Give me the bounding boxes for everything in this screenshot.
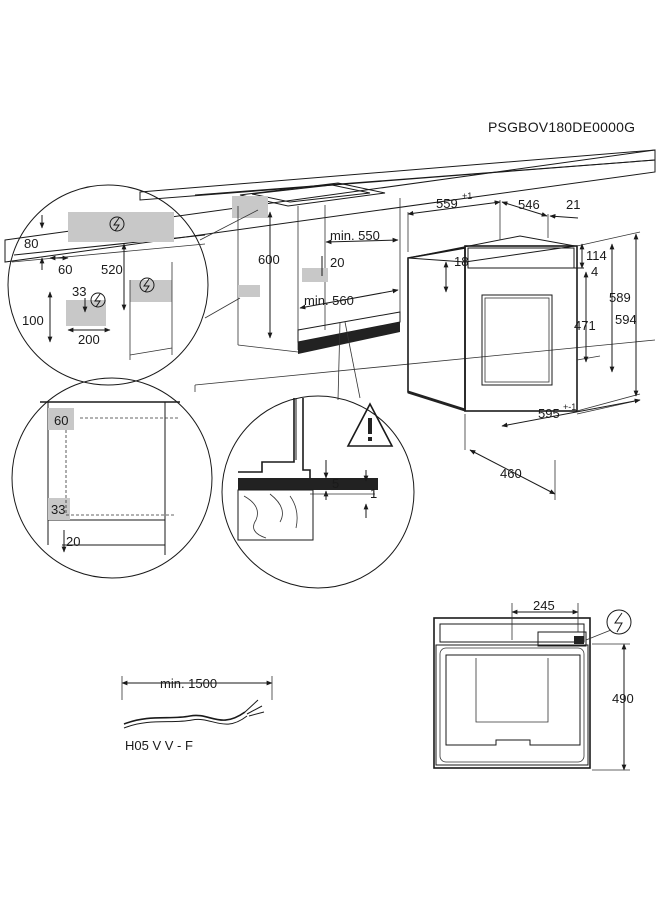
svg-text:60: 60	[58, 262, 72, 277]
svg-text:460: 460	[500, 466, 522, 481]
svg-text:33: 33	[72, 284, 86, 299]
dim-594: 594	[615, 233, 639, 397]
power-cable: min. 1500 H05 V V - F	[121, 676, 273, 753]
dim-33: 33	[72, 284, 88, 313]
dim-471: 471	[574, 271, 596, 363]
svg-text:490: 490	[612, 691, 634, 706]
dim-490: 490	[592, 643, 634, 771]
svg-text:471: 471	[574, 318, 596, 333]
cable-type: H05 V V - F	[125, 738, 193, 753]
dim-589: 589	[609, 243, 631, 373]
svg-text:+-1: +-1	[563, 402, 576, 412]
detail-left-dim-60: 60	[54, 413, 68, 428]
kitchen-cabinet-drawing	[4, 149, 656, 392]
dim-18: 18	[443, 254, 468, 293]
svg-text:20: 20	[66, 534, 80, 549]
svg-text:min. 560: min. 560	[304, 293, 354, 308]
model-code: PSGBOV180DE0000G	[488, 119, 635, 135]
socket-zone-mid	[302, 268, 328, 282]
callout-line-shelf	[344, 321, 361, 399]
dim-520: 520	[101, 243, 127, 311]
detail-right-dim-1: 1	[370, 486, 377, 501]
cable-length: min. 1500	[160, 676, 217, 691]
detail-circle-clearance	[221, 395, 415, 589]
dim-80: 80	[24, 215, 45, 270]
svg-text:589: 589	[609, 290, 631, 305]
callout-line-bottom	[204, 297, 241, 319]
dim-600: 600	[258, 211, 280, 339]
dim-min-550: min. 550	[325, 228, 399, 245]
detail-right-dim-5: 5	[332, 476, 339, 491]
detail-left-dim-20: 20	[61, 530, 80, 553]
socket-zone-top	[232, 196, 268, 218]
oven-drawing	[407, 200, 641, 450]
dim-60: 60	[49, 255, 72, 277]
svg-text:559: 559	[436, 196, 458, 211]
detail-circle-socket	[7, 184, 209, 386]
svg-text:min. 550: min. 550	[330, 228, 380, 243]
socket-zone-left	[238, 285, 260, 297]
svg-text:1: 1	[370, 486, 377, 501]
dim-114: 114	[579, 243, 607, 269]
callout-line-top	[199, 209, 259, 241]
svg-text:21: 21	[566, 197, 580, 212]
dim-min-560: min. 560	[299, 288, 399, 310]
svg-text:520: 520	[101, 262, 123, 277]
svg-text:245: 245	[533, 598, 555, 613]
dim-21: 21	[549, 197, 580, 219]
svg-text:114: 114	[586, 248, 607, 263]
dim-4: 4	[572, 264, 598, 279]
detail-left-dim-33: 33	[51, 502, 65, 517]
svg-text:5: 5	[332, 476, 339, 491]
svg-text:600: 600	[258, 252, 280, 267]
dim-245: 245	[511, 598, 579, 640]
svg-text:4: 4	[591, 264, 598, 279]
svg-text:594: 594	[615, 312, 637, 327]
svg-text:+1: +1	[462, 191, 472, 201]
svg-text:20: 20	[330, 255, 344, 270]
svg-text:60: 60	[54, 413, 68, 428]
dim-546: 546	[501, 197, 548, 217]
oven-back-view	[433, 609, 632, 769]
dim-460: 460	[469, 449, 556, 500]
dim-559: 559 +1	[407, 191, 501, 216]
detail-circle-cabinet-front	[11, 377, 213, 579]
dim-200: 200	[67, 327, 111, 347]
dim-595: 595 +-1	[501, 398, 641, 428]
dim-100: 100	[22, 291, 53, 343]
svg-text:80: 80	[24, 236, 38, 251]
svg-text:200: 200	[78, 332, 100, 347]
svg-text:546: 546	[518, 197, 540, 212]
dim-20: 20	[321, 255, 344, 276]
svg-text:595: 595	[538, 406, 560, 421]
svg-text:18: 18	[454, 254, 468, 269]
svg-text:33: 33	[51, 502, 65, 517]
svg-text:100: 100	[22, 313, 44, 328]
